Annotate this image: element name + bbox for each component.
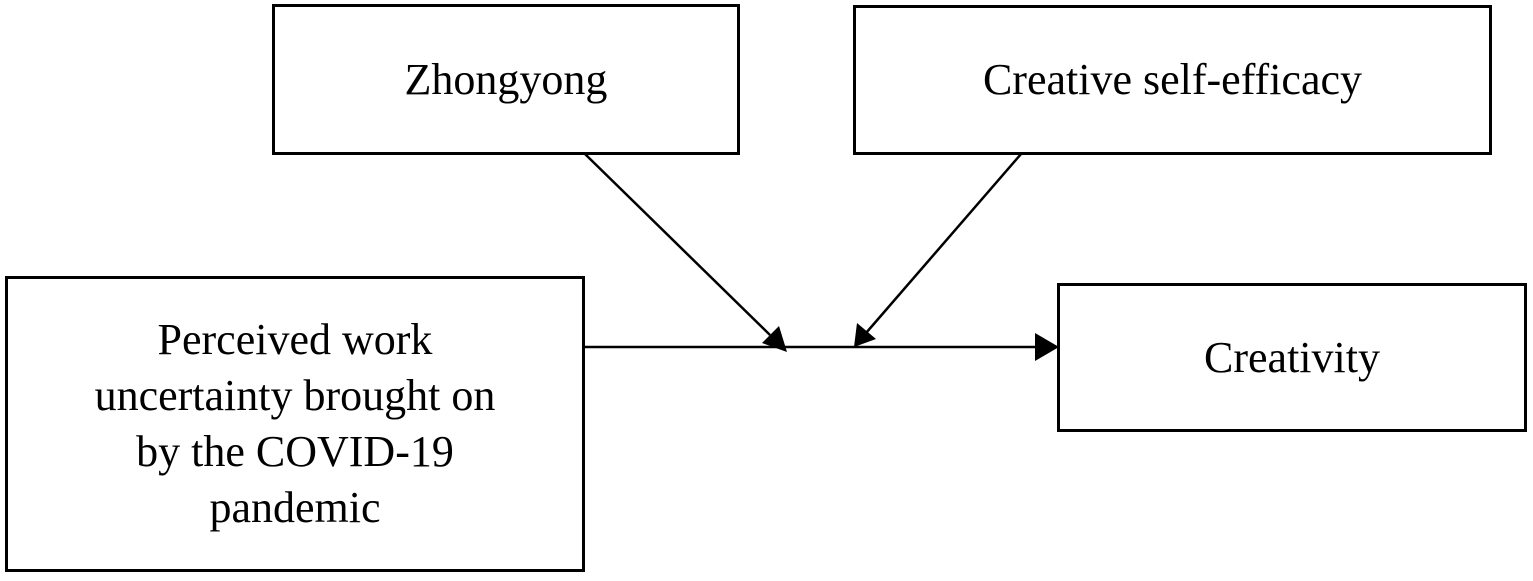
node-creativity: Creativity bbox=[1057, 283, 1527, 432]
edge-cse-moderation bbox=[865, 153, 1022, 334]
node-perceived-work-uncertainty-label: Perceived work uncertainty brought on by… bbox=[94, 315, 496, 532]
node-zhongyong-label: Zhongyong bbox=[404, 54, 608, 104]
node-creative-self-efficacy: Creative self-efficacy bbox=[853, 5, 1492, 155]
arrowhead-zhongyong bbox=[762, 326, 787, 352]
edge-zhongyong-moderation bbox=[584, 153, 771, 336]
node-perceived-work-uncertainty: Perceived work uncertainty brought on by… bbox=[5, 276, 585, 572]
node-creativity-label: Creativity bbox=[1204, 332, 1380, 382]
arrowhead-cse bbox=[854, 323, 876, 347]
arrowhead-creativity bbox=[1035, 333, 1059, 361]
node-creative-self-efficacy-label: Creative self-efficacy bbox=[982, 55, 1363, 104]
node-zhongyong: Zhongyong bbox=[272, 4, 740, 155]
